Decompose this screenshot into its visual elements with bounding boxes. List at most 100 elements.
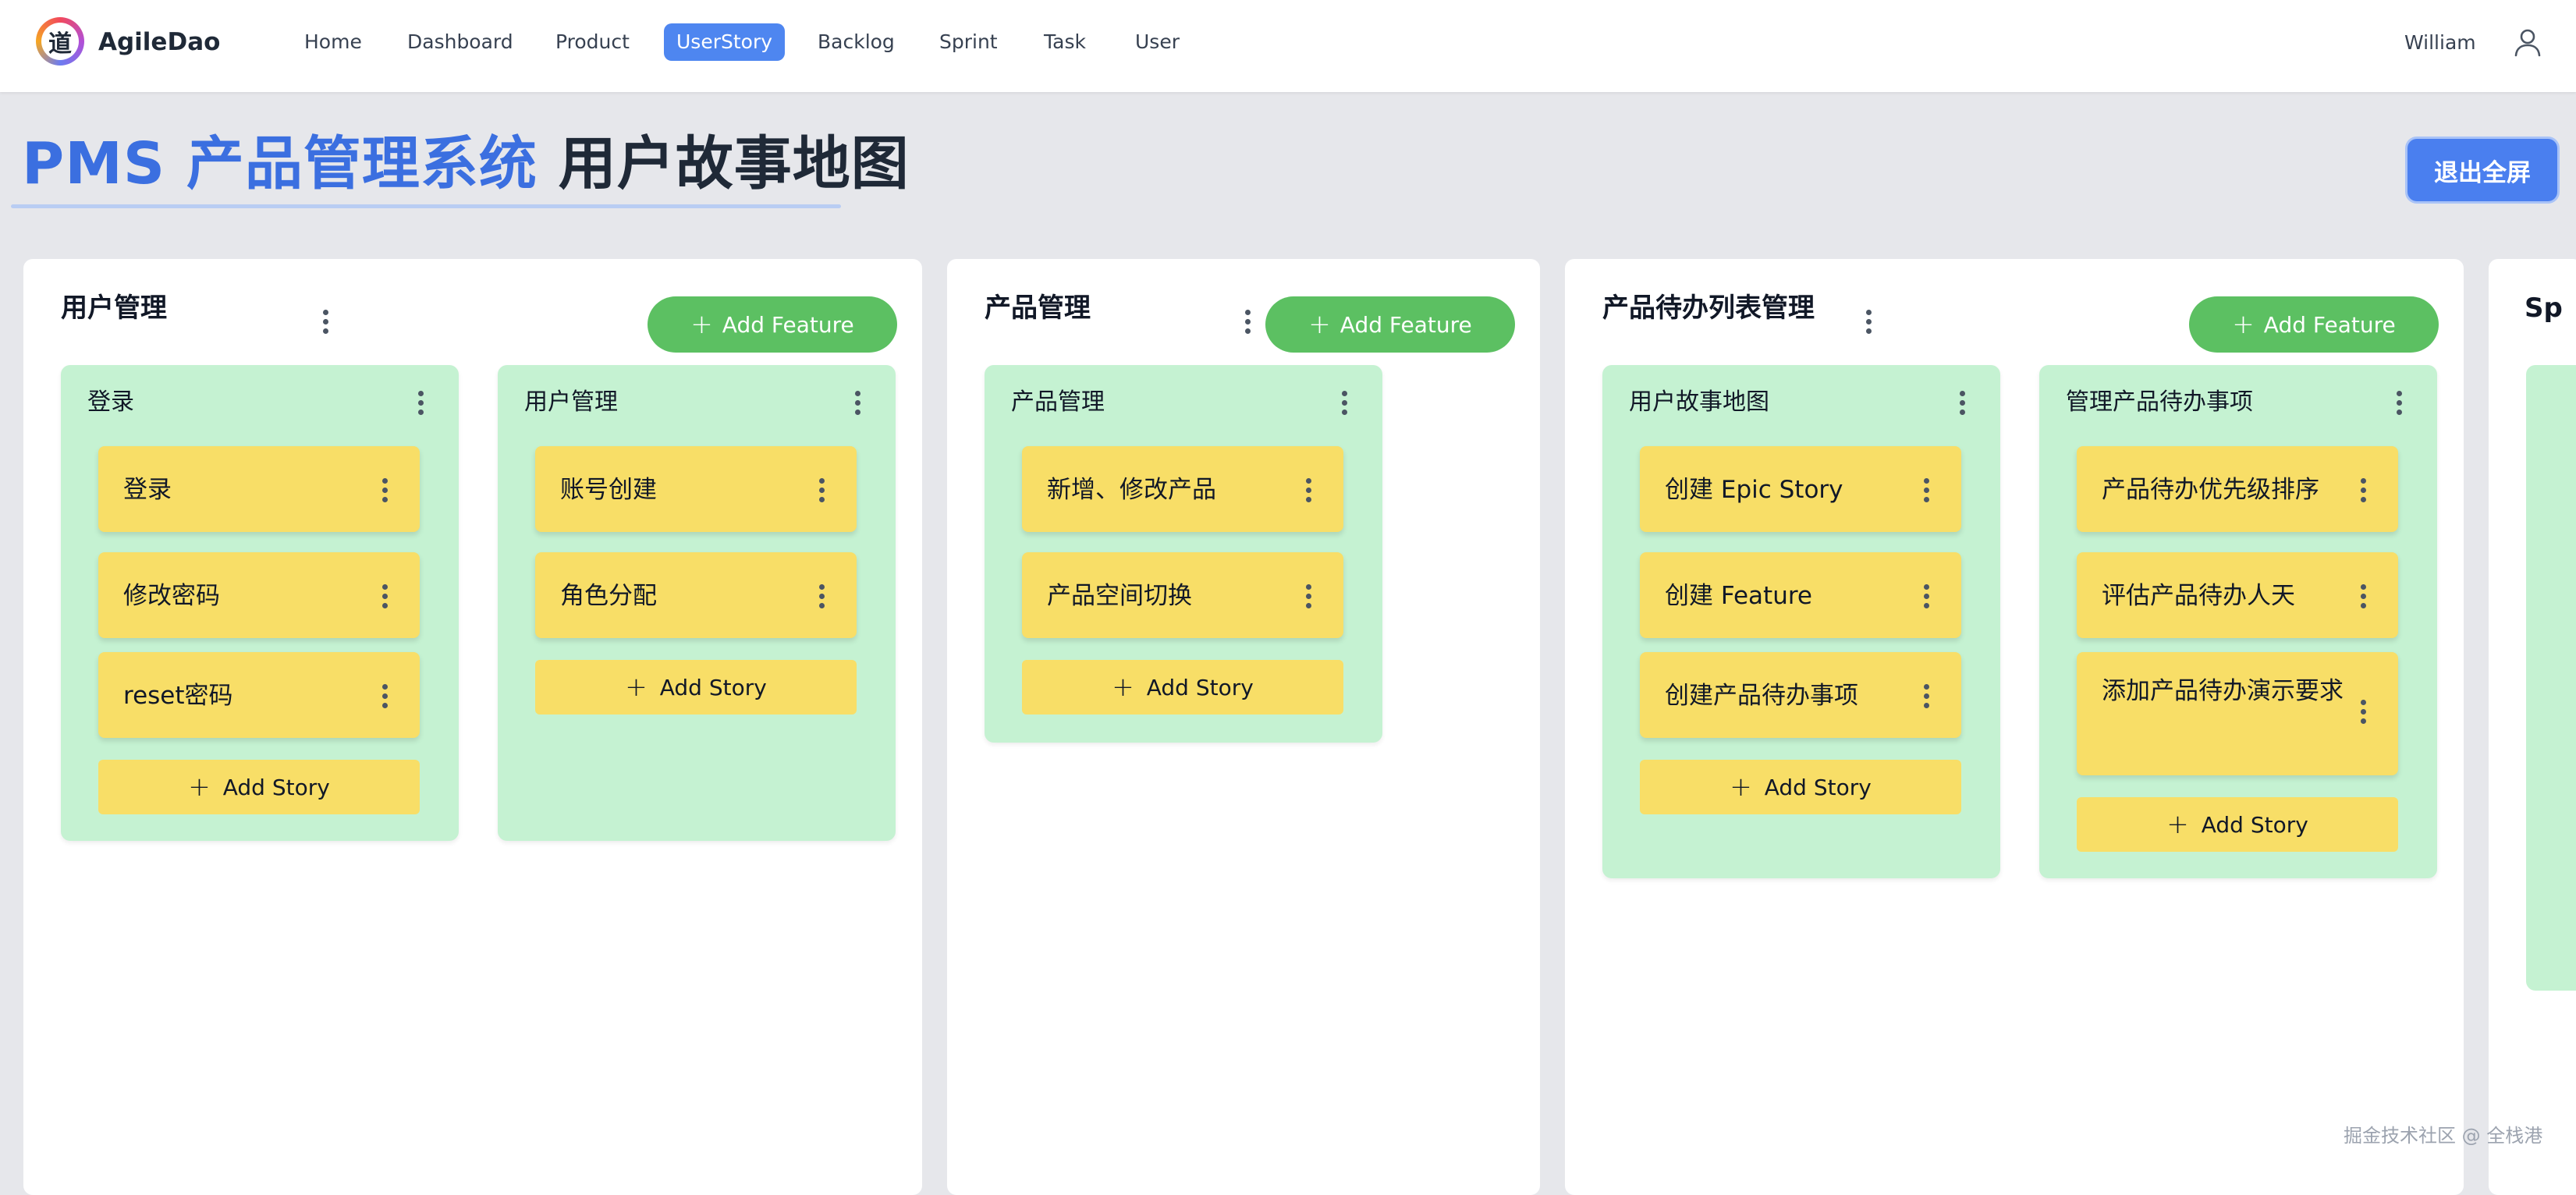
brand-name[interactable]: AgileDao	[98, 28, 221, 56]
story-title: 登录	[123, 476, 172, 504]
story-title: 创建 Feature	[1665, 582, 1812, 610]
story-title: 创建产品待办事项	[1665, 682, 1858, 710]
plus-icon: +	[1112, 672, 1134, 703]
add-story-label: Add Story	[659, 674, 767, 700]
current-user-name[interactable]: William	[2404, 31, 2476, 54]
app-logo[interactable]: 道	[36, 17, 84, 66]
feature-title: 产品管理	[1011, 388, 1105, 416]
story-title: 产品空间切换	[1047, 582, 1192, 610]
plus-icon: +	[2232, 309, 2255, 340]
add-feature-button[interactable]: + Add Feature	[1265, 296, 1515, 353]
epic-more-icon[interactable]	[1244, 309, 1251, 335]
exit-fullscreen-button[interactable]: 退出全屏	[2407, 139, 2557, 201]
nav-item-user[interactable]: User	[1135, 30, 1180, 53]
epic-title: Sp	[2525, 293, 2563, 324]
feature-title: 登录	[87, 388, 134, 416]
feature-more-icon[interactable]	[1340, 390, 1348, 417]
nav-item-dashboard[interactable]: Dashboard	[407, 30, 513, 53]
story-title: 产品待办优先级排序	[2102, 476, 2319, 504]
feature-more-icon[interactable]	[417, 390, 424, 417]
nav-item-product[interactable]: Product	[555, 30, 630, 53]
story-card[interactable]: 角色分配	[535, 552, 857, 638]
add-story-label: Add Story	[2201, 811, 2308, 838]
feature-more-icon[interactable]	[1958, 390, 1966, 417]
story-more-icon[interactable]	[2359, 477, 2367, 504]
plus-icon: +	[690, 309, 713, 340]
add-story-button[interactable]: + Add Story	[98, 760, 420, 814]
logo-glyph: 道	[41, 23, 79, 60]
feature-more-icon[interactable]	[853, 390, 861, 417]
feature-more-icon[interactable]	[2395, 390, 2403, 417]
nav-item-backlog[interactable]: Backlog	[818, 30, 895, 53]
feature-card	[2526, 365, 2576, 991]
story-title: 账号创建	[560, 476, 657, 504]
story-more-icon[interactable]	[818, 583, 825, 610]
add-feature-button[interactable]: + Add Feature	[648, 296, 897, 353]
story-more-icon[interactable]	[1922, 583, 1930, 610]
page-title-map: 用户故事地图	[558, 130, 910, 197]
add-story-button[interactable]: + Add Story	[2077, 797, 2398, 852]
add-story-button[interactable]: + Add Story	[1022, 660, 1343, 715]
add-story-button[interactable]: + Add Story	[535, 660, 857, 715]
add-feature-label: Add Feature	[2263, 311, 2396, 338]
story-card[interactable]: 新增、修改产品	[1022, 446, 1343, 532]
story-title: 添加产品待办演示要求	[2102, 677, 2344, 705]
story-card[interactable]: reset密码	[98, 652, 420, 738]
epic-more-icon[interactable]	[1865, 309, 1872, 335]
add-feature-label: Add Feature	[722, 311, 854, 338]
plus-icon: +	[625, 672, 648, 703]
feature-title: 用户管理	[524, 388, 618, 416]
story-card[interactable]: 产品空间切换	[1022, 552, 1343, 638]
plus-icon: +	[1308, 309, 1331, 340]
add-story-label: Add Story	[1764, 774, 1872, 800]
feature-title: 用户故事地图	[1629, 388, 1769, 416]
plus-icon: +	[2166, 809, 2189, 840]
epic-title: 用户管理	[61, 293, 167, 324]
epic-more-icon[interactable]	[321, 309, 329, 335]
story-more-icon[interactable]	[1304, 583, 1312, 610]
nav-item-task[interactable]: Task	[1044, 30, 1086, 53]
feature-title: 管理产品待办事项	[2066, 388, 2253, 416]
epic-title: 产品待办列表管理	[1602, 293, 1815, 324]
story-more-icon[interactable]	[381, 583, 389, 610]
page-title: PMS 产品管理系统 用户故事地图	[22, 125, 910, 203]
feature-card: 产品管理 新增、修改产品 产品空间切换 + Add Story	[985, 365, 1382, 743]
story-card[interactable]: 登录	[98, 446, 420, 532]
add-story-label: Add Story	[222, 774, 330, 800]
story-title: 修改密码	[123, 582, 220, 610]
story-card[interactable]: 添加产品待办演示要求	[2077, 652, 2398, 775]
plus-icon: +	[188, 771, 211, 803]
story-more-icon[interactable]	[1922, 477, 1930, 504]
story-more-icon[interactable]	[818, 477, 825, 504]
feature-card: 用户故事地图 创建 Epic Story 创建 Feature 创建产品待办事项…	[1602, 365, 2000, 878]
user-account-icon[interactable]	[2512, 27, 2543, 58]
epic-title: 产品管理	[985, 293, 1091, 324]
watermark: 掘金技术社区 @ 全栈港	[2344, 1125, 2543, 1147]
add-feature-button[interactable]: + Add Feature	[2189, 296, 2439, 353]
story-more-icon[interactable]	[1304, 477, 1312, 504]
story-more-icon[interactable]	[381, 477, 389, 504]
story-card[interactable]: 创建 Epic Story	[1640, 446, 1961, 532]
add-story-button[interactable]: + Add Story	[1640, 760, 1961, 814]
story-card[interactable]: 产品待办优先级排序	[2077, 446, 2398, 532]
story-more-icon[interactable]	[381, 683, 389, 710]
epic-column: 用户管理 + Add Feature 登录 登录 修改密码 reset密码 + …	[23, 259, 922, 1195]
story-card[interactable]: 创建 Feature	[1640, 552, 1961, 638]
story-title: 新增、修改产品	[1047, 476, 1216, 504]
story-more-icon[interactable]	[1922, 683, 1930, 710]
story-title: 角色分配	[560, 582, 657, 610]
story-card[interactable]: 修改密码	[98, 552, 420, 638]
story-card[interactable]: 评估产品待办人天	[2077, 552, 2398, 638]
nav-item-home[interactable]: Home	[304, 30, 362, 53]
story-card[interactable]: 创建产品待办事项	[1640, 652, 1961, 738]
feature-card: 用户管理 账号创建 角色分配 + Add Story	[498, 365, 896, 841]
story-more-icon[interactable]	[2359, 583, 2367, 610]
nav-item-userstory[interactable]: UserStory	[664, 23, 786, 61]
story-title: 评估产品待办人天	[2102, 582, 2295, 610]
title-underline	[11, 204, 841, 208]
story-more-icon[interactable]	[2359, 699, 2367, 725]
story-card[interactable]: 账号创建	[535, 446, 857, 532]
nav-item-sprint[interactable]: Sprint	[939, 30, 998, 53]
add-story-label: Add Story	[1146, 674, 1254, 700]
feature-card: 管理产品待办事项 产品待办优先级排序 评估产品待办人天 添加产品待办演示要求 +…	[2039, 365, 2437, 878]
